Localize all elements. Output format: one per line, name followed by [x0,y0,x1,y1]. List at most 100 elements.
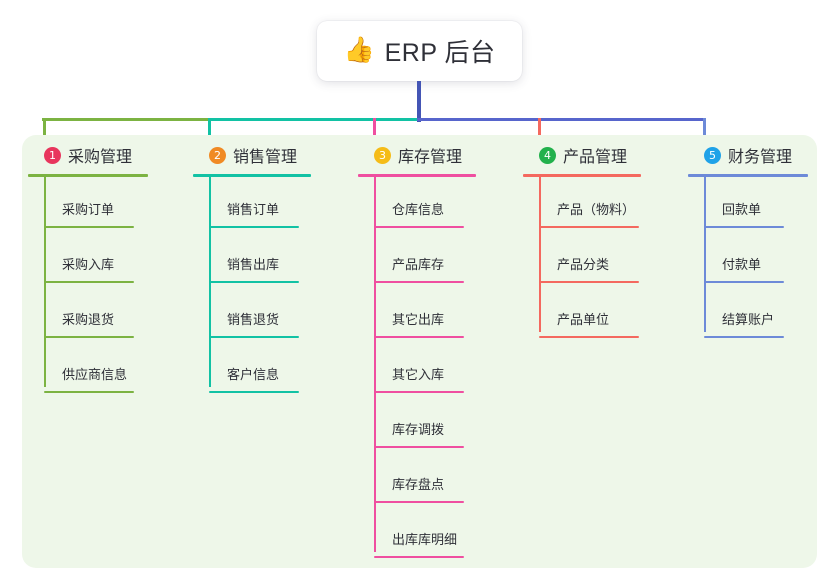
drop-line-5 [703,118,706,144]
leaf-item-underline [44,336,134,338]
leaf-item[interactable]: 产品库存 [358,254,464,283]
leaf-item-underline [704,336,784,338]
bar-segment-green [42,118,209,121]
leaf-item[interactable]: 其它入库 [358,364,464,393]
leaf-item-label: 产品（物料） [557,202,636,217]
leaf-item-underline [44,391,134,393]
column-销售管理: 2 销售管理销售订单销售出库销售退货客户信息 [193,143,358,397]
column-header-underline [523,174,641,177]
column-库存管理: 3 库存管理仓库信息产品库存其它出库其它入库库存调拨库存盘点出库库明细 [358,143,523,562]
column-header-4[interactable]: 4 产品管理 [523,143,688,167]
column-spine [704,177,706,332]
root-node-card[interactable]: 👍 ERP 后台 [317,21,522,81]
leaf-item-label: 采购入库 [62,257,115,272]
leaf-item-label: 销售退货 [227,312,280,327]
leaf-list: 仓库信息产品库存其它出库其它入库库存调拨库存盘点出库库明细 [358,177,523,562]
leaf-item-underline [374,226,464,228]
leaf-item-label: 供应商信息 [62,367,128,382]
leaf-item[interactable]: 采购退货 [28,309,134,338]
leaf-item-underline [44,226,134,228]
column-header-underline [193,174,311,177]
leaf-item-label: 销售出库 [227,257,280,272]
leaf-item[interactable]: 供应商信息 [28,364,134,393]
column-spine [374,177,376,552]
leaf-item-underline [374,501,464,503]
leaf-item-label: 出库库明细 [392,532,458,547]
leaf-item[interactable]: 出库库明细 [358,529,464,558]
leaf-item-label: 其它出库 [392,312,445,327]
column-title: 财务管理 [728,149,793,166]
leaf-item[interactable]: 付款单 [688,254,784,283]
column-title: 产品管理 [563,149,628,166]
leaf-item-underline [539,226,639,228]
leaf-item-underline [374,336,464,338]
diagram-panel [22,135,817,568]
leaf-item[interactable]: 客户信息 [193,364,299,393]
leaf-item-label: 库存调拨 [392,422,445,437]
leaf-item-underline [209,226,299,228]
column-number-badge: 5 [704,146,721,164]
column-header-underline [28,174,148,177]
column-产品管理: 4 产品管理产品（物料） 产品分类产品单位 [523,143,688,342]
column-采购管理: 1 采购管理采购订单采购入库采购退货供应商信息 [28,143,193,397]
column-财务管理: 5 财务管理回款单付款单结算账户 [688,143,838,342]
column-title: 采购管理 [68,149,133,166]
leaf-item-label: 结算账户 [722,312,775,327]
leaf-item[interactable]: 产品单位 [523,309,639,338]
column-number-badge: 2 [209,146,226,164]
leaf-item[interactable]: 结算账户 [688,309,784,338]
leaf-list: 采购订单采购入库采购退货供应商信息 [28,177,193,397]
leaf-item[interactable]: 库存盘点 [358,474,464,503]
leaf-item-label: 客户信息 [227,367,280,382]
leaf-item[interactable]: 产品分类 [523,254,639,283]
bar-segment-teal [209,118,419,121]
leaf-item[interactable]: 仓库信息 [358,199,464,228]
column-number-badge: 1 [44,146,61,164]
column-header-underline [358,174,476,177]
leaf-item-underline [704,226,784,228]
drop-line-2 [208,118,211,144]
leaf-item-underline [209,336,299,338]
leaf-item[interactable]: 销售退货 [193,309,299,338]
leaf-item-label: 付款单 [722,257,762,272]
leaf-item[interactable]: 采购入库 [28,254,134,283]
leaf-item-underline [209,391,299,393]
column-header-3[interactable]: 3 库存管理 [358,143,523,167]
leaf-item-underline [704,281,784,283]
leaf-item[interactable]: 销售出库 [193,254,299,283]
leaf-item-label: 产品库存 [392,257,445,272]
column-title: 销售管理 [233,149,298,166]
leaf-item-underline [44,281,134,283]
leaf-item-label: 销售订单 [227,202,280,217]
column-header-1[interactable]: 1 采购管理 [28,143,193,167]
leaf-item-underline [374,446,464,448]
leaf-item-label: 采购退货 [62,312,115,327]
column-number-badge: 3 [374,146,391,164]
column-header-2[interactable]: 2 销售管理 [193,143,358,167]
thumbs-up-icon: 👍 [343,35,375,64]
column-header-5[interactable]: 5 财务管理 [688,143,838,167]
leaf-list: 产品（物料） 产品分类产品单位 [523,177,688,342]
leaf-item-label: 仓库信息 [392,202,445,217]
leaf-list: 销售订单销售出库销售退货客户信息 [193,177,358,397]
leaf-item-underline [374,281,464,283]
leaf-item-label: 库存盘点 [392,477,445,492]
leaf-item[interactable]: 产品（物料） [523,199,639,228]
drop-line-4 [538,118,541,144]
leaf-item[interactable]: 采购订单 [28,199,134,228]
drop-line-3 [373,118,376,144]
leaf-item-label: 其它入库 [392,367,445,382]
column-header-underline [688,174,808,177]
leaf-item[interactable]: 其它出库 [358,309,464,338]
column-title: 库存管理 [398,149,463,166]
leaf-item-label: 采购订单 [62,202,115,217]
leaf-item-underline [374,556,464,558]
leaf-item[interactable]: 回款单 [688,199,784,228]
leaf-item-underline [374,391,464,393]
leaf-item[interactable]: 库存调拨 [358,419,464,448]
column-number-badge: 4 [539,146,556,164]
leaf-list: 回款单付款单结算账户 [688,177,838,342]
leaf-item-label: 产品单位 [557,312,610,327]
leaf-item[interactable]: 销售订单 [193,199,299,228]
leaf-item-underline [539,336,639,338]
